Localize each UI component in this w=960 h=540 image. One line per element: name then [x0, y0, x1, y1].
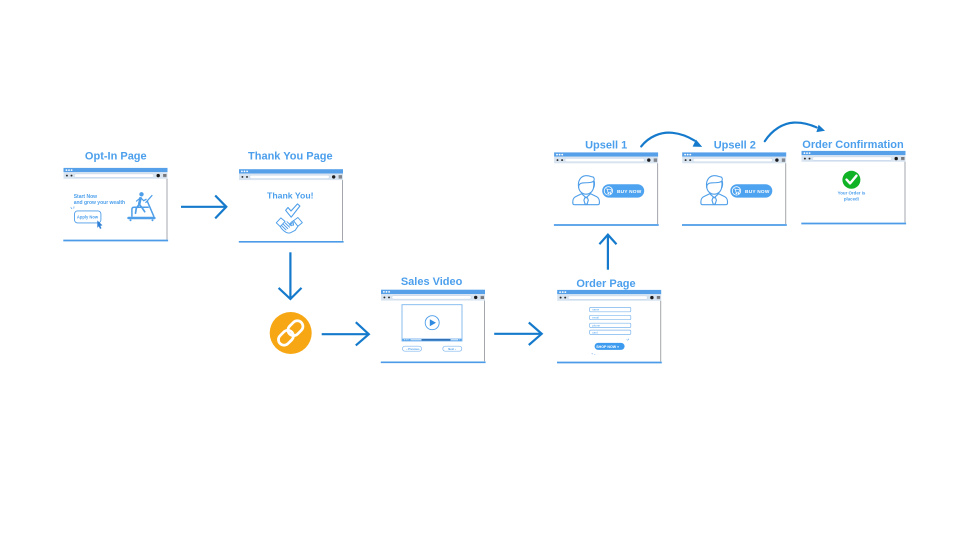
svg-text:Upsell 1: Upsell 1 — [585, 139, 627, 151]
svg-text:Your Order is: Your Order is — [838, 190, 866, 195]
svg-text:placed!: placed! — [844, 197, 860, 202]
svg-text:SHOP NOW »: SHOP NOW » — [596, 345, 619, 349]
svg-text:phone: phone — [592, 323, 600, 327]
svg-text:Sales Video: Sales Video — [401, 276, 463, 288]
svg-text:Upsell 2: Upsell 2 — [714, 139, 756, 151]
svg-text:Order Page: Order Page — [576, 278, 635, 290]
svg-text:email: email — [592, 316, 599, 320]
svg-text:Next ›: Next › — [448, 347, 456, 351]
svg-text:Thank You!: Thank You! — [267, 190, 314, 200]
svg-text:Thank You Page: Thank You Page — [248, 151, 333, 163]
svg-text:and grow your wealth: and grow your wealth — [74, 200, 125, 206]
svg-text:Order Confirmation: Order Confirmation — [802, 139, 904, 151]
svg-text:card: card — [592, 330, 598, 334]
svg-text:Opt-In Page: Opt-In Page — [85, 150, 147, 162]
svg-text:Start Now: Start Now — [74, 194, 97, 200]
svg-text:name: name — [592, 308, 599, 312]
svg-text:‹ Previous: ‹ Previous — [407, 347, 420, 351]
svg-text:Apply Now: Apply Now — [77, 215, 99, 220]
